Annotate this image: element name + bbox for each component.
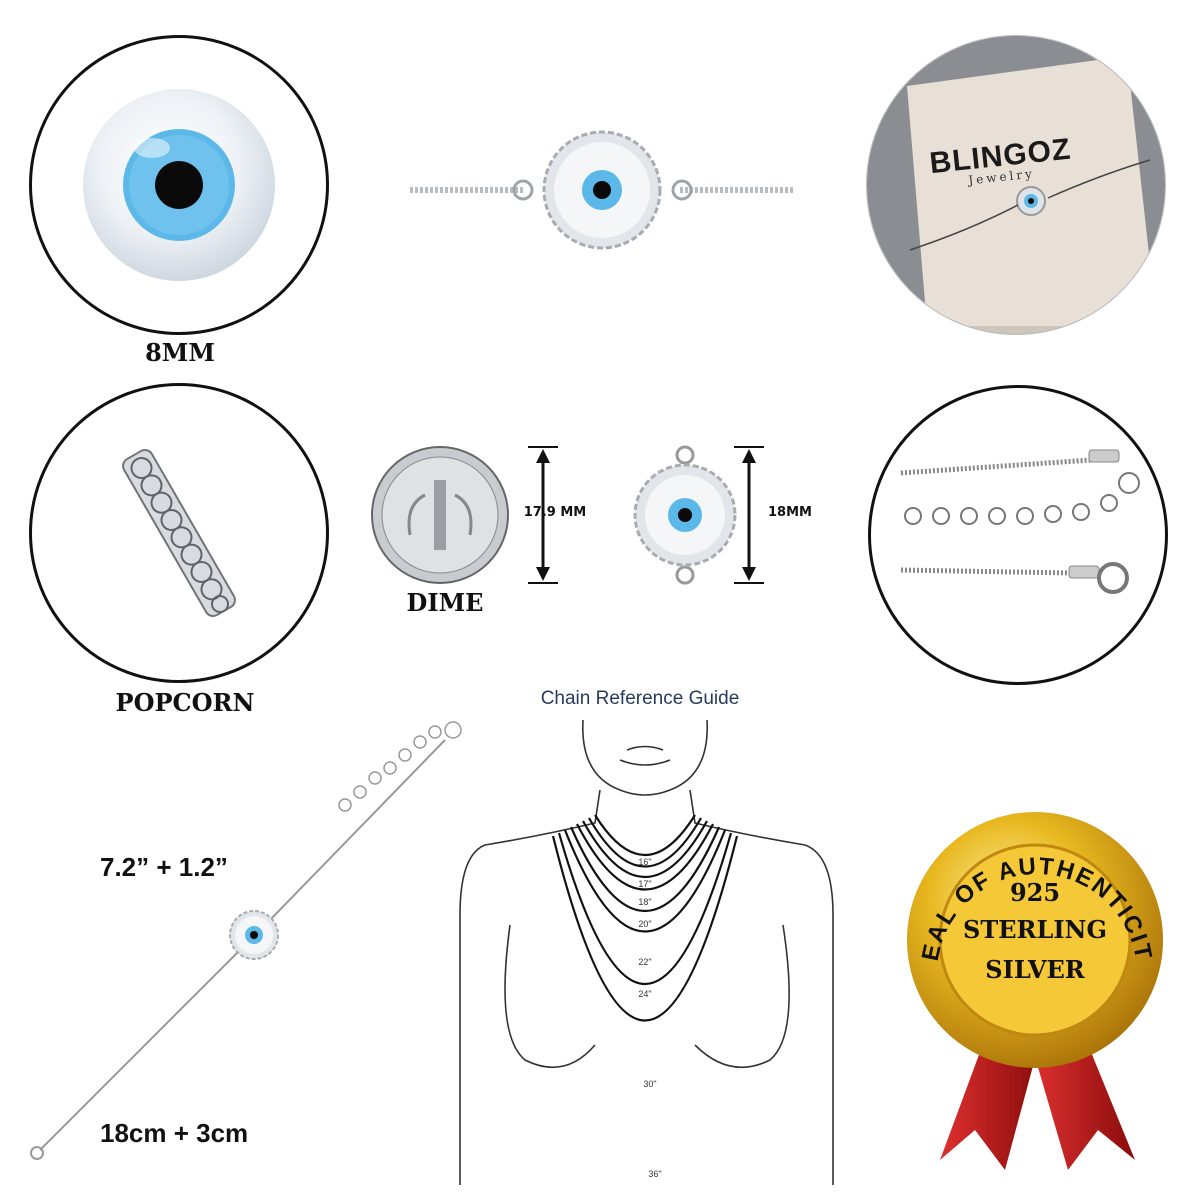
seal-line-925: 925 xyxy=(1009,878,1061,907)
dime-size-label: 17.9 MM xyxy=(523,505,587,520)
bead-closeup-circle xyxy=(29,35,329,335)
chain-length-18: 18" xyxy=(638,897,651,907)
seal-line-silver: SILVER xyxy=(985,955,1085,984)
chain-type-label: POPCORN xyxy=(115,688,255,717)
chain-length-17: 17" xyxy=(638,879,651,889)
clasp-closeup-circle xyxy=(868,385,1168,685)
dime-coin-icon xyxy=(370,445,510,585)
evil-eye-bead-icon xyxy=(83,89,275,281)
chain-guide-figure: 16" 17" 18" 20" 22" 24" 30" 36" xyxy=(455,715,840,1185)
bracelet-length-image xyxy=(25,710,475,1170)
chain-guide-title: Chain Reference Guide xyxy=(540,688,740,709)
charm-size-arrow xyxy=(734,445,764,585)
seal-line-sterling: STERLING xyxy=(963,915,1107,944)
length-cm-label: 18cm + 3cm xyxy=(100,1118,249,1148)
authenticity-seal-icon: SEAL OF AUTHENTICITY xyxy=(891,789,1170,1180)
dime-size-arrow xyxy=(528,445,558,585)
chain-length-20: 20" xyxy=(638,919,651,929)
dime-label: DIME xyxy=(406,588,484,617)
chain-length-30: 30" xyxy=(643,1079,656,1089)
charm-size-label: 18MM xyxy=(768,505,812,520)
chain-closeup-circle xyxy=(29,383,329,683)
chain-length-16: 16" xyxy=(638,857,651,867)
chain-length-22: 22" xyxy=(638,957,651,967)
bracelet-product-image xyxy=(405,130,800,260)
chain-length-24: 24" xyxy=(638,989,651,999)
length-inches-label: 7.2” + 1.2” xyxy=(100,852,228,882)
box-bracelet-chain xyxy=(900,150,1160,270)
box-bracelet-charm-icon xyxy=(1015,185,1047,217)
chain-length-36: 36" xyxy=(648,1169,661,1179)
popcorn-chain-icon xyxy=(122,448,236,618)
charm-size-icon xyxy=(630,445,740,585)
bead-size-label: 8MM xyxy=(145,338,215,367)
clasp-extender-icon xyxy=(900,449,1140,594)
